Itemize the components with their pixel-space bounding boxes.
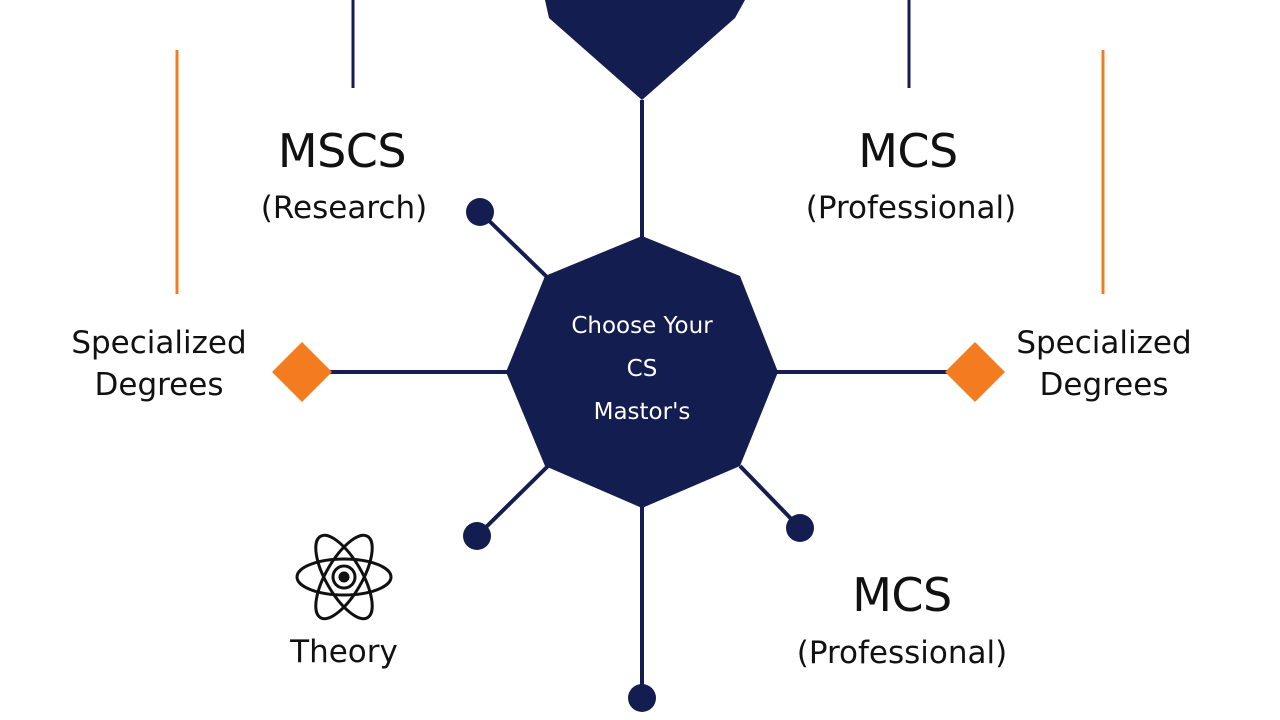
- mscs-subtitle: (Research): [260, 190, 428, 226]
- center-title: Choose Your CS Mastor's: [532, 305, 752, 434]
- connector-lower-right: [738, 464, 802, 530]
- connector-upper-left: [478, 210, 550, 280]
- mscs-title: MSCS: [277, 124, 407, 178]
- mcs-top-subtitle: (Professional): [805, 190, 1017, 226]
- center-title-line3: Mastor's: [593, 399, 691, 425]
- endpoint-dot-bottom: [628, 684, 656, 712]
- diamond-right: [945, 342, 1005, 402]
- endpoint-dot-lower-left: [463, 522, 491, 550]
- endpoint-dot-upper-left: [466, 198, 494, 226]
- specialized-left-line2: Degrees: [94, 367, 224, 403]
- mcs-top-title: MCS: [858, 124, 958, 178]
- theory-label: Theory: [290, 634, 398, 670]
- specialized-right-line1: Specialized: [1016, 325, 1192, 361]
- atom-icon: [295, 533, 393, 621]
- mcs-bottom-subtitle: (Professional): [796, 635, 1008, 671]
- center-title-line2: CS: [626, 356, 658, 382]
- mcs-bottom-title: MCS: [852, 568, 952, 622]
- center-title-line1: Choose Your: [571, 313, 713, 339]
- connector-lower-left: [475, 464, 550, 538]
- specialized-right-line2: Degrees: [1039, 367, 1169, 403]
- specialized-degrees-right: Specialized Degrees: [1016, 322, 1191, 406]
- top-pointer-shape: [545, 0, 745, 100]
- specialized-left-line1: Specialized: [71, 325, 247, 361]
- diamond-left: [272, 342, 332, 402]
- endpoint-dot-lower-right: [786, 514, 814, 542]
- specialized-degrees-left: Specialized Degrees: [71, 322, 246, 406]
- center-heptagon: [506, 236, 778, 508]
